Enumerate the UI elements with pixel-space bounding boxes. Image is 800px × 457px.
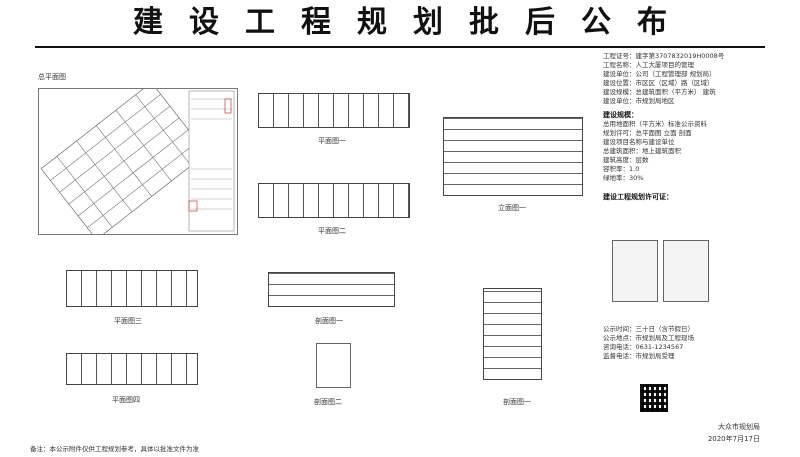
- scale-line: 容积率：1.0: [603, 165, 640, 173]
- floor-plan-3: [66, 270, 198, 307]
- floor-plan-1: [258, 93, 410, 128]
- qr-code-icon: [640, 384, 668, 412]
- site-plan-drawing: [40, 82, 235, 240]
- info-line: 建设位置：市区区（区域）路（区域）: [603, 79, 714, 87]
- tall-section-label: 剖面图一: [503, 398, 531, 406]
- title-char: 程: [301, 5, 331, 40]
- floor-plan-1-label: 平面图一: [318, 137, 346, 145]
- public-info: 公示时间：三十日（含节假日） 公示地点：市规划局及工程现场 咨询电话：0631-…: [603, 325, 768, 361]
- info-line: 建设单位：公司（工程管理部 规划局）: [603, 70, 716, 78]
- permit-image-2: [663, 240, 709, 302]
- floor-plan-3-label: 平面图三: [114, 317, 142, 325]
- floor-plan-2: [258, 183, 410, 218]
- scale-line: 建设项目名称与建设单位: [603, 138, 675, 146]
- footnote: 备注：本公示附件仅供工程规划参考，具体以批准文件为准: [30, 445, 199, 453]
- info-line: 工程名称：人工大厦项目的管理: [603, 61, 694, 69]
- footer-org: 大众市规划局: [718, 423, 760, 431]
- info-line: 建设单位：市规划局地区: [603, 97, 675, 105]
- scale-line: 总用地面积（平方米）标准公示资料: [603, 120, 707, 128]
- section-1-label: 剖面图一: [315, 317, 343, 325]
- title-char: 划: [413, 5, 443, 40]
- tall-section: [483, 288, 542, 380]
- elevation-1-label: 立面图一: [498, 204, 526, 212]
- contact-title: 建设工程规划许可证：: [603, 193, 673, 201]
- floor-plan-4-label: 平面图四: [112, 396, 140, 404]
- title-char: 公: [581, 5, 611, 40]
- section-2: [316, 343, 351, 388]
- page-title: 建 设 工 程 规 划 批 后 公 布: [0, 5, 800, 41]
- permit-image-1: [612, 240, 658, 302]
- scale-line: 规划许可：总平面图 立面 剖面: [603, 129, 692, 137]
- public-period: 公示时间：三十日（含节假日）: [603, 325, 694, 333]
- title-char: 设: [189, 5, 219, 40]
- section-2-label: 剖面图二: [314, 398, 342, 406]
- title-char: 规: [357, 5, 387, 40]
- project-info: 工程证号：建字第3707832019H0008号 工程名称：人工大厦项目的管理 …: [603, 52, 768, 202]
- public-place: 公示地点：市规划局及工程现场: [603, 334, 694, 342]
- phone: 咨询电话：0631-1234567: [603, 343, 684, 351]
- title-char: 建: [133, 5, 163, 40]
- floor-plan-2-label: 平面图二: [318, 227, 346, 235]
- footer-date: 2020年7月17日: [707, 435, 760, 443]
- title-char: 后: [525, 5, 555, 40]
- title-char: 工: [245, 5, 275, 40]
- site-plan-label: 总平面图: [38, 73, 66, 81]
- title-char: 批: [469, 5, 499, 40]
- scale-line: 建筑高度：层数: [603, 156, 649, 164]
- elevation-1: [443, 117, 583, 196]
- info-line: 工程证号：建字第3707832019H0008号: [603, 52, 725, 60]
- site-plan: [38, 82, 238, 240]
- scale-line: 总建筑面积：地上建筑面积: [603, 147, 681, 155]
- title-char: 布: [637, 5, 667, 40]
- title-rule: [35, 46, 765, 48]
- phone-note: 监督电话：市规划局受理: [603, 352, 675, 360]
- section-1: [268, 272, 395, 307]
- info-line: 建设规模：总建筑面积（平方米） 建筑: [603, 88, 716, 96]
- floor-plan-4: [66, 353, 198, 385]
- scale-line: 绿地率：30%: [603, 174, 644, 182]
- scale-title: 建设规模：: [603, 111, 638, 119]
